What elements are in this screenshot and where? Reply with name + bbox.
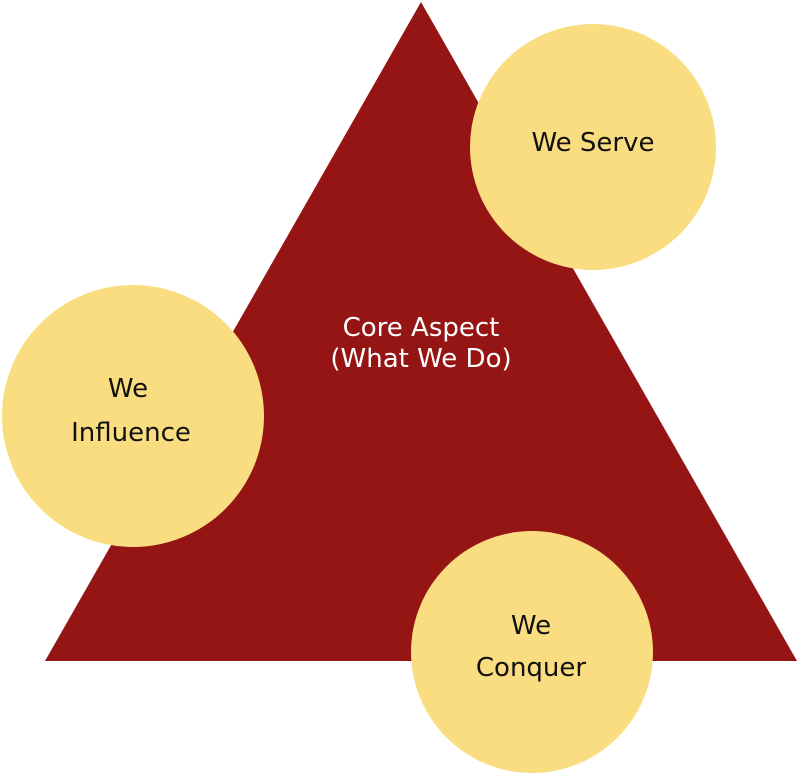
core-aspect-title: Core Aspect (343, 313, 500, 343)
circle-we-serve-shape (470, 24, 716, 270)
circle-we-influence-shape (2, 285, 264, 547)
circle-we-conquer-label-line1: We (511, 611, 551, 641)
circle-we-conquer-label-line2: Conquer (476, 653, 587, 683)
circle-we-conquer-shape (411, 531, 653, 773)
circle-we-influence-label-line2: Influence (71, 418, 191, 448)
circle-we-influence: We Influence (2, 285, 264, 547)
circle-we-serve-label: We Serve (531, 128, 654, 158)
circle-we-conquer: We Conquer (411, 531, 653, 773)
core-aspect-subtitle: (What We Do) (330, 344, 511, 374)
circle-we-serve: We Serve (470, 24, 716, 270)
circle-we-influence-label-line1: We (108, 374, 148, 404)
